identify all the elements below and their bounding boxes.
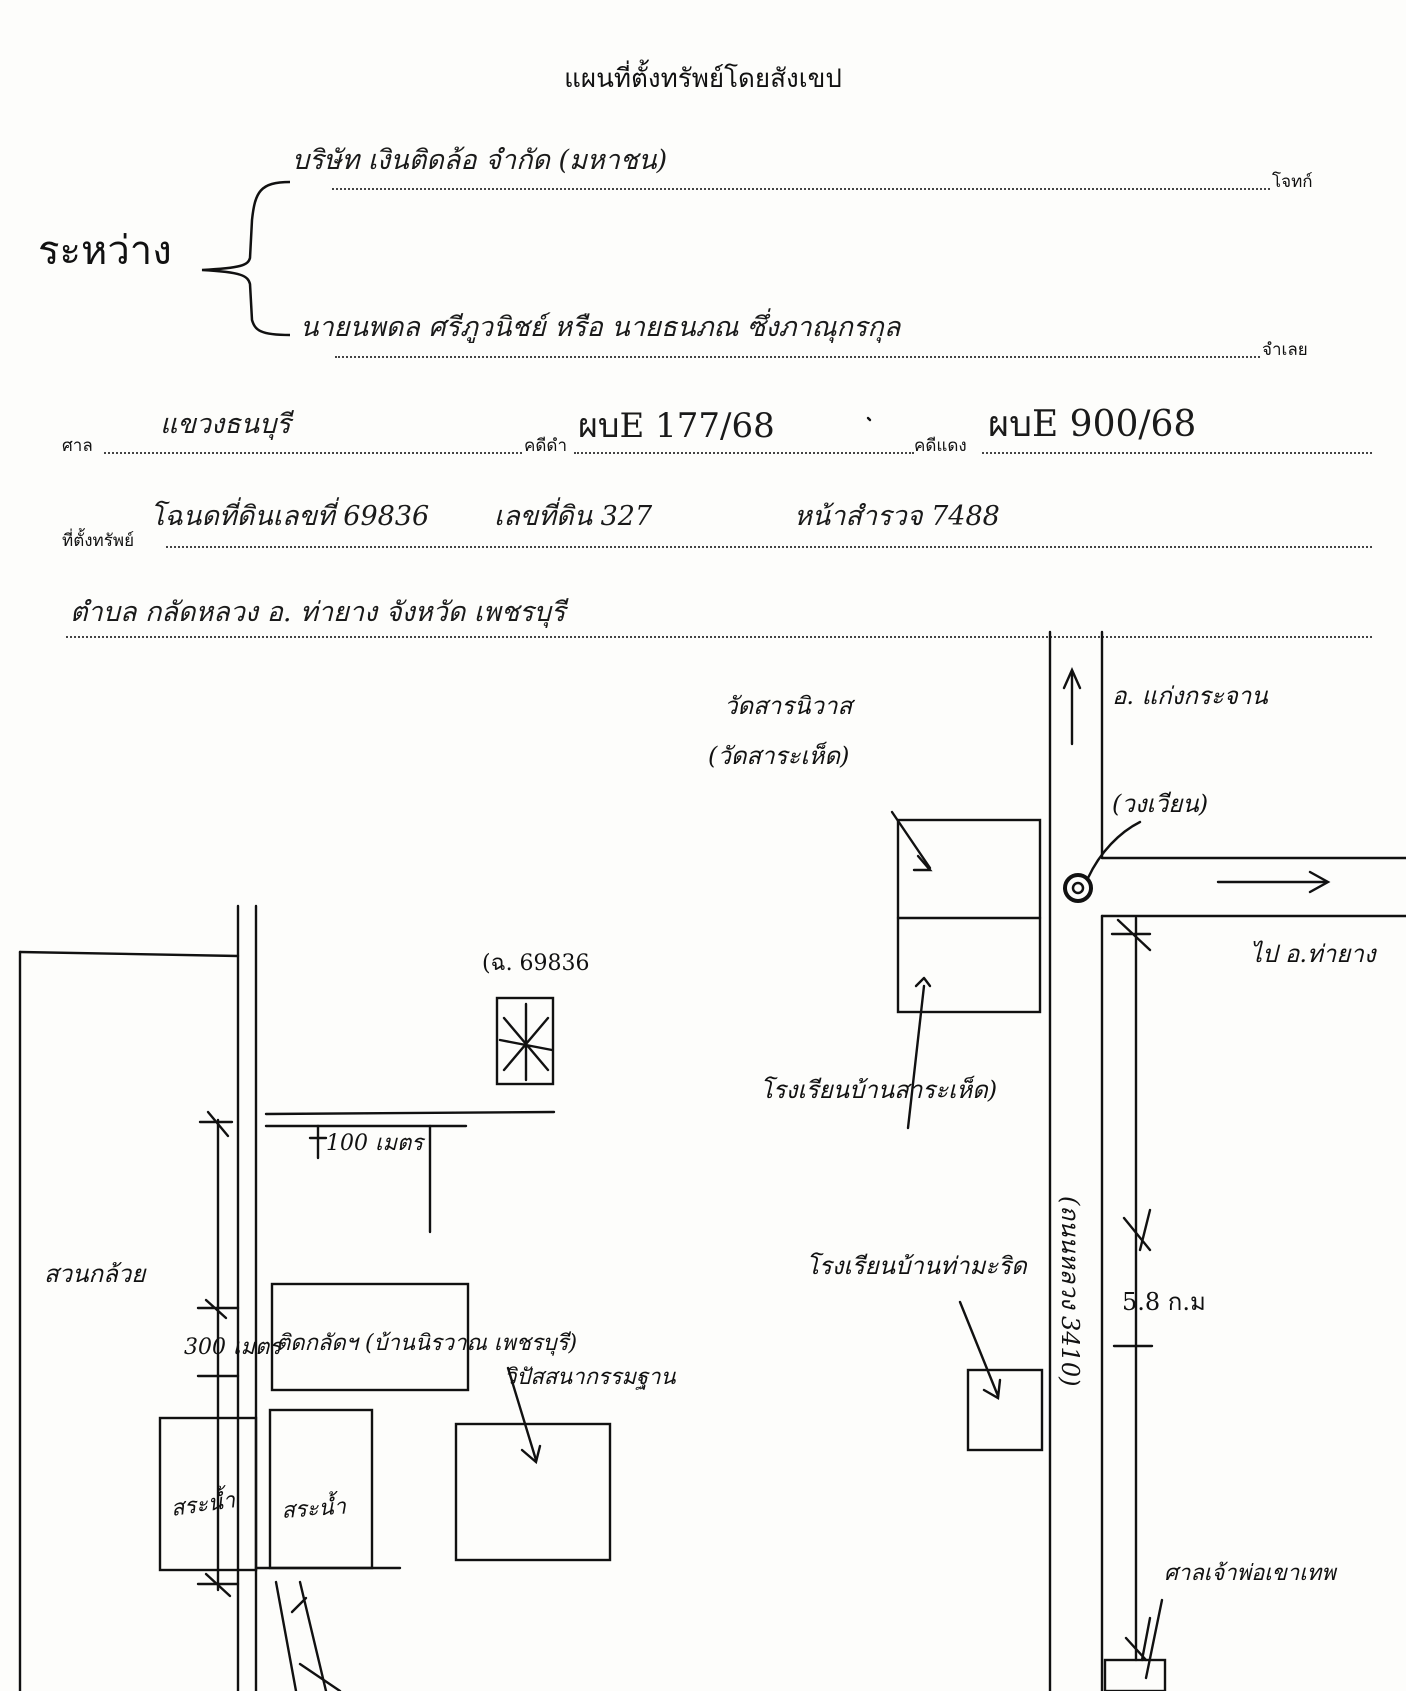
map-label-to-district: ไป อ.ท่ายาง <box>1250 940 1378 968</box>
map-label-distance-100: 100 เมตร <box>326 1131 426 1156</box>
red-case-label: คดีแดง <box>914 436 967 456</box>
defendant-dotline <box>335 356 1260 358</box>
map-label-banana: สวนกล้วย <box>44 1260 147 1288</box>
map-label-roundabout: (วงเวียน) <box>1112 790 1208 818</box>
map-label-road: (ถนนหลวง 3410) <box>1056 1196 1084 1387</box>
between-label: ระหว่าง <box>38 228 172 274</box>
map-label-distance-km: 5.8 ก.ม <box>1122 1288 1206 1316</box>
map-label-temple: วัดสารนิวาส <box>724 692 855 720</box>
black-case-label: คดีดำ <box>524 436 567 456</box>
map-label-district-north: อ. แก่งกระจาน <box>1112 682 1268 710</box>
defendant-value: นายนพดล ศรีภูวนิชย์ หรือ นายธนภณ ซึ่งภาณ… <box>300 312 901 343</box>
black-case-value: ผบE 177/68 <box>578 406 775 446</box>
location-dotline <box>166 546 1372 548</box>
court-dotline <box>104 452 522 454</box>
black-case-dotline <box>574 452 914 454</box>
location-label: ที่ตั้งทรัพย์ <box>62 531 135 551</box>
map-label-school-1: โรงเรียนบ้านสาระเห็ด) <box>760 1075 997 1104</box>
court-label: ศาล <box>62 436 93 456</box>
map-label-center: วิปัสสนากรรมฐาน <box>504 1365 677 1390</box>
address-dotline <box>66 636 1372 638</box>
land-no-text: เลขที่ดิน 327 <box>494 501 653 532</box>
deed-text: โฉนดที่ดินเลขที่ 69836 <box>150 501 430 532</box>
map-label-pond-1: สระน้ำ <box>169 1483 238 1522</box>
map-label-temple-alt: (วัดสาระเห็ด) <box>708 741 849 770</box>
map-label-school-2: โรงเรียนบ้านท่ามะริด <box>806 1252 1028 1280</box>
red-case-dotline <box>982 452 1372 454</box>
plaintiff-dotline <box>332 188 1270 190</box>
defendant-label: จำเลย <box>1262 340 1308 360</box>
map-label-deed-marker: (ฉ. 69836 <box>482 951 590 976</box>
map-label-court: ศาลเจ้าพ่อเขาเทพ <box>1164 1561 1338 1586</box>
court-value: แขวงธนบุรี <box>160 409 291 440</box>
map-label-pond-2: สระน้ำ <box>280 1490 347 1524</box>
map-label-village: ติดกลัดฯ (บ้านนิรวาณ เพชรบุรี) <box>276 1331 577 1356</box>
document-title: แผนที่ตั้งทรัพย์โดยสังเขป <box>564 64 842 94</box>
plaintiff-value: บริษัท เงินติดล้อ จำกัด (มหาชน) <box>292 145 668 176</box>
address-line: ตำบล กลัดหลวง อ. ท่ายาง จังหวัด เพชรบุรี <box>70 597 566 628</box>
red-case-value: ผบE 900/68 <box>988 404 1197 445</box>
survey-text: หน้าสำรวจ 7488 <box>794 501 1000 532</box>
map-label-distance-300: 300 เมตร <box>184 1335 284 1360</box>
party-brace <box>201 180 291 337</box>
plaintiff-label: โจทก์ <box>1272 172 1313 192</box>
